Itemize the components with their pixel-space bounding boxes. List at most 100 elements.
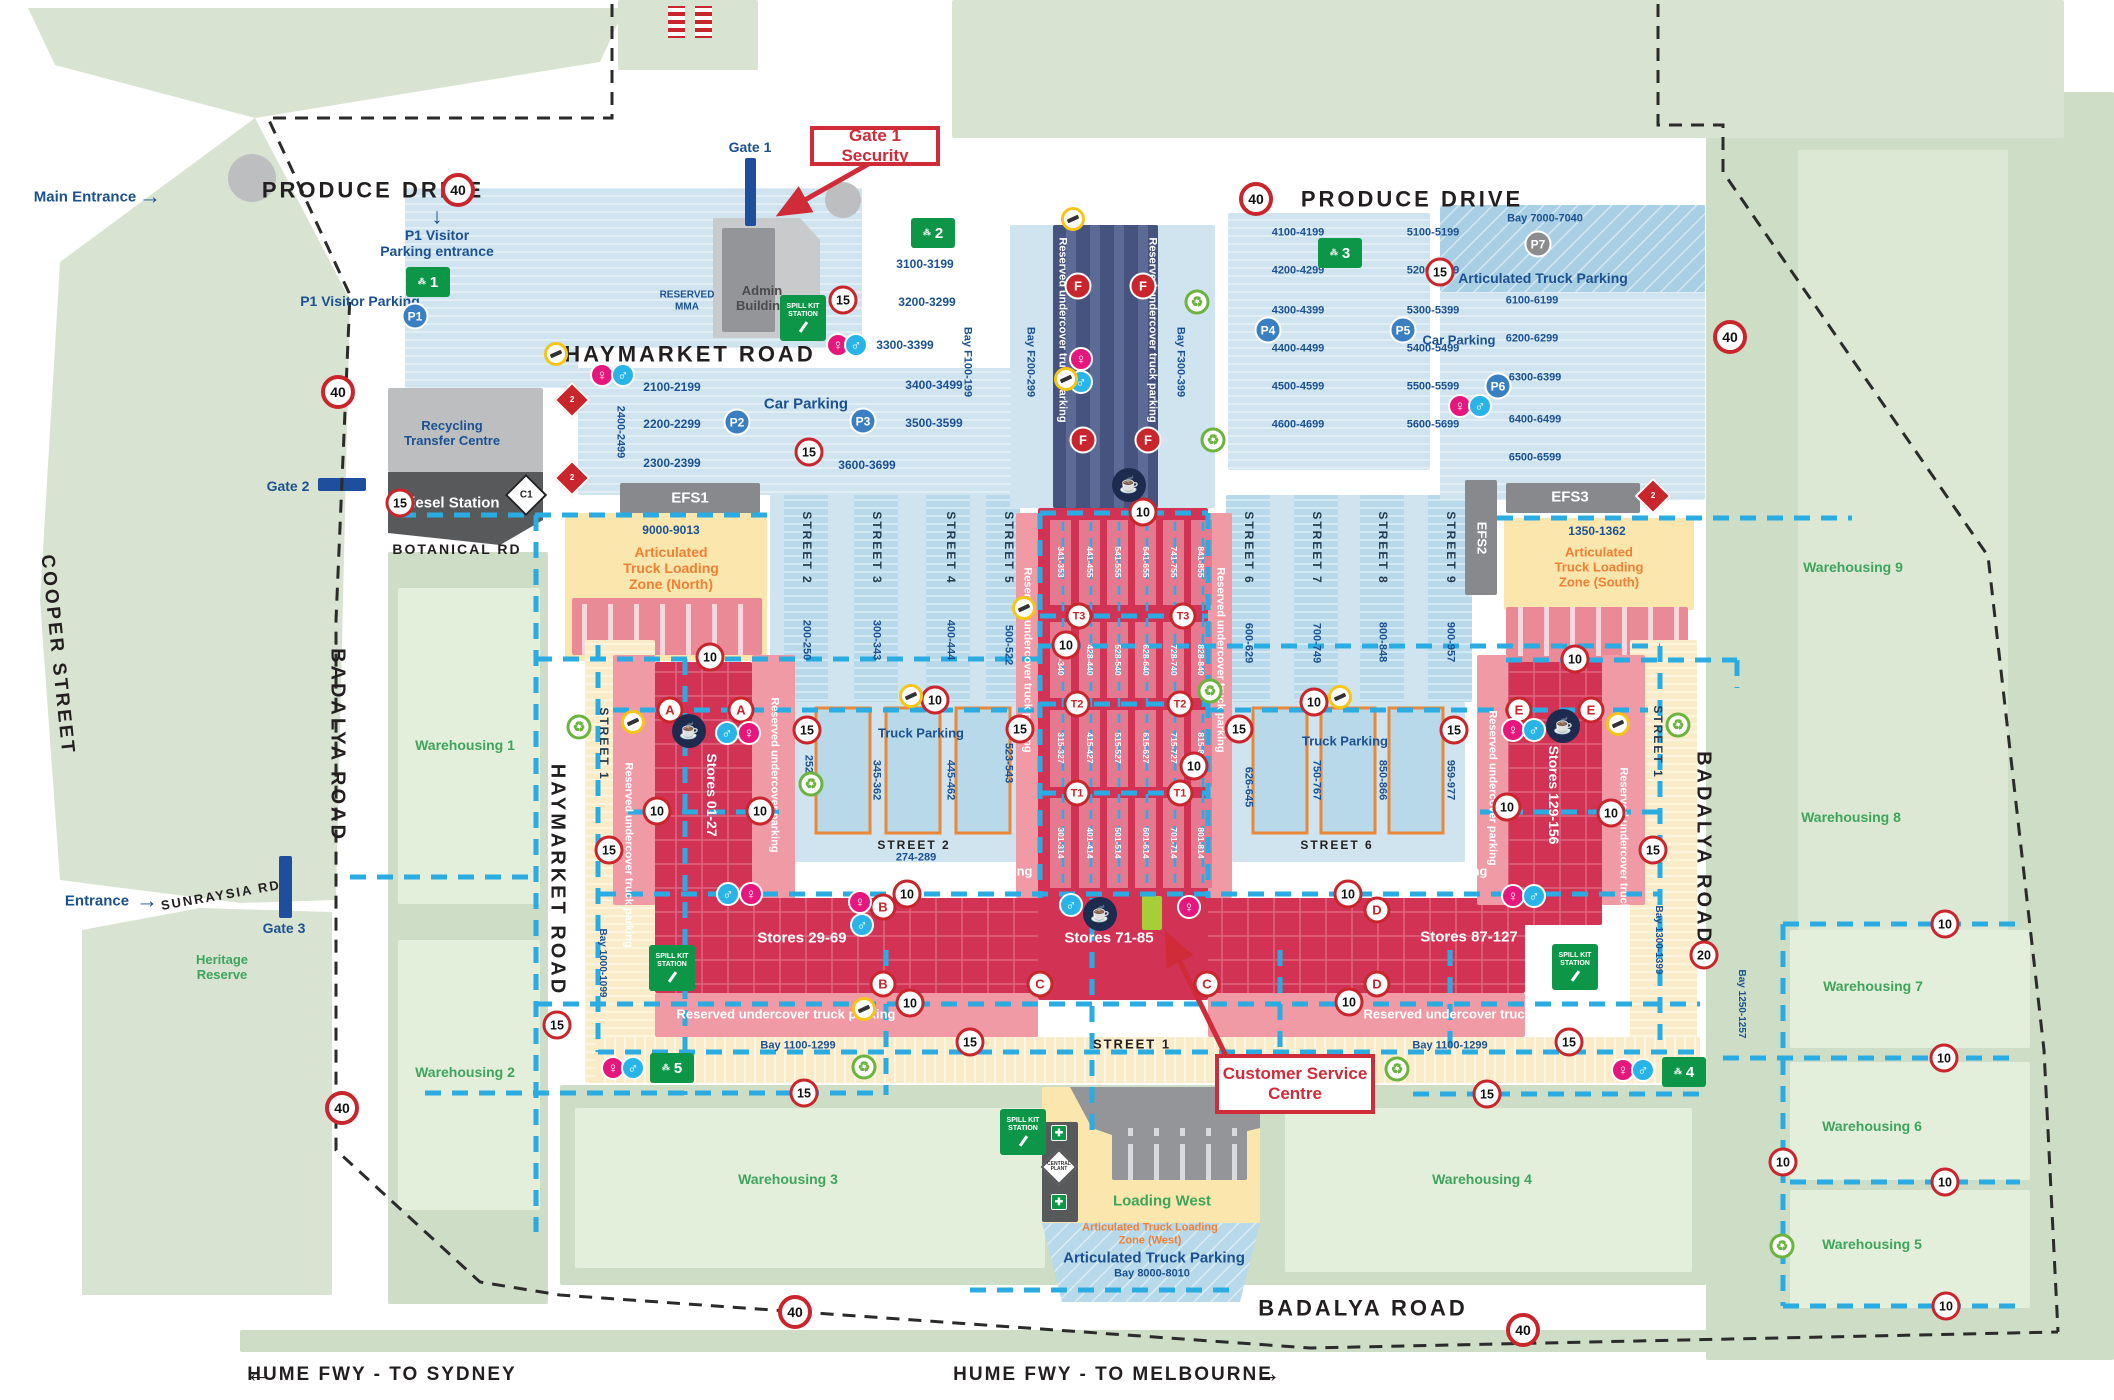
assembly-icon: ⁂ [1673,1067,1683,1076]
spill-kit-station-sign: SPILL KIT STATION [1552,944,1598,990]
central-plant-label: CENTRAL PLANT [1047,1161,1071,1173]
cigarette-glyph [626,717,640,727]
truck-parking-box [954,706,1012,835]
toilet-female-icon: ♀ [1069,347,1093,371]
smoking-area-icon [899,684,923,708]
truck-parking-box [884,706,942,835]
assembly-icon: ⁂ [1329,248,1339,257]
recycle-icon: ♻ [1665,712,1691,738]
flammable-class: 2 [569,394,575,404]
toilet-female-icon: ♀ [737,721,761,745]
toilet-male-icon: ♂ [621,1056,645,1080]
recycle-icon: ♻ [566,714,592,740]
flammable-class: 2 [1650,490,1656,500]
cafe-icon: ☕ [672,714,706,748]
store-column [1163,622,1184,698]
zone [1465,480,1497,595]
recycle-icon: ♻ [1184,289,1210,315]
marker-F: F [1134,426,1162,454]
toilet-male-icon: ♂ [715,721,739,745]
spill-kit-station-sign: SPILL KIT STATION [1000,1109,1046,1155]
smoking-area-icon [1061,207,1085,231]
toilet-male-icon: ♂ [1631,1058,1655,1082]
assembly-point-3: ⁂3 [1318,238,1362,268]
cigarette-glyph [1611,719,1625,729]
zone-texture [986,495,1020,702]
speed-sign-10: 10 [1128,497,1158,527]
cigarette-glyph [904,691,918,701]
broom-glyph [667,971,677,984]
roundabout [825,182,861,218]
toilet-female-icon: ♀ [739,882,763,906]
toilet-male-icon: ♂ [850,913,874,937]
store-column [1163,520,1184,605]
speed-sign-15: 15 [385,488,415,518]
speed-sign-15: 15 [594,835,624,865]
speed-sign-15: 15 [1224,714,1254,744]
assembly-point-2: ⁂2 [911,218,955,248]
recycle-icon: ♻ [1769,1233,1795,1259]
speed-sign-10: 10 [1051,630,1081,660]
marker-A: A [656,696,684,724]
recycle-icon: ♻ [1197,678,1223,704]
marker-F: F [1129,272,1157,300]
spill-kit-station-sign: SPILL KIT STATION [780,295,826,341]
speed-sign-10: 10 [695,642,725,672]
store-column [1163,710,1184,787]
cigarette-glyph [549,349,563,359]
zone-texture [854,495,898,702]
assembly-point-1: ⁂1 [406,267,450,297]
store-column [1135,520,1156,605]
zone [388,388,543,472]
smoking-area-icon [1606,712,1630,736]
zone [952,0,2064,138]
zone [575,1108,1045,1268]
assembly-number: 3 [1341,244,1351,262]
marker-C: C [1193,970,1221,998]
callout-arrow [1164,930,1230,1060]
assembly-number: 4 [1685,1063,1695,1081]
zone [1790,1190,2030,1308]
parking-badge-P4: P4 [1254,316,1282,344]
toilet-male-icon: ♂ [1522,718,1546,742]
parking-badge-P2: P2 [723,408,751,436]
speed-sign-10: 10 [1931,1291,1961,1321]
cafe-icon: ☕ [1083,897,1117,931]
speed-sign-10: 10 [1768,1147,1798,1177]
speed-sign-15: 15 [1439,715,1469,745]
zone [1477,655,1508,905]
zone-texture [668,6,685,38]
zone-texture [1360,495,1404,702]
marker-D: D [1363,970,1391,998]
toilet-male-icon: ♂ [716,882,740,906]
speed-sign-10: 10 [1334,987,1364,1017]
speed-sign-10: 10 [1596,798,1626,828]
marker-T1: T1 [1063,779,1091,807]
assembly-point-4: ⁂4 [1662,1057,1706,1087]
speed-sign-40: 40 [778,1295,812,1329]
speed-sign-15: 15 [828,285,858,315]
zone-texture [1042,1223,1260,1302]
store-column [1107,710,1128,787]
speed-sign-10: 10 [895,988,925,1018]
speed-sign-10: 10 [1333,879,1363,909]
store-column [1079,798,1100,888]
zone [28,8,625,118]
speed-sign-40: 40 [321,375,355,409]
smoking-area-icon [544,342,568,366]
marker-B: B [869,893,897,921]
toilet-male-icon: ♂ [611,363,635,387]
recycle-icon: ♻ [798,771,824,797]
recycle-icon: ♻ [851,1054,877,1080]
site-boundary [1656,4,2060,1333]
marker-D: D [1363,896,1391,924]
speed-sign-10: 10 [892,879,922,909]
zone [1285,1108,1692,1272]
roundabout [228,154,276,202]
zone [618,0,758,70]
cafe-icon: ☕ [1546,709,1580,743]
truck-parking-box [1251,706,1309,835]
smoking-area-icon [1012,596,1036,620]
speed-sign-15: 15 [1638,835,1668,865]
